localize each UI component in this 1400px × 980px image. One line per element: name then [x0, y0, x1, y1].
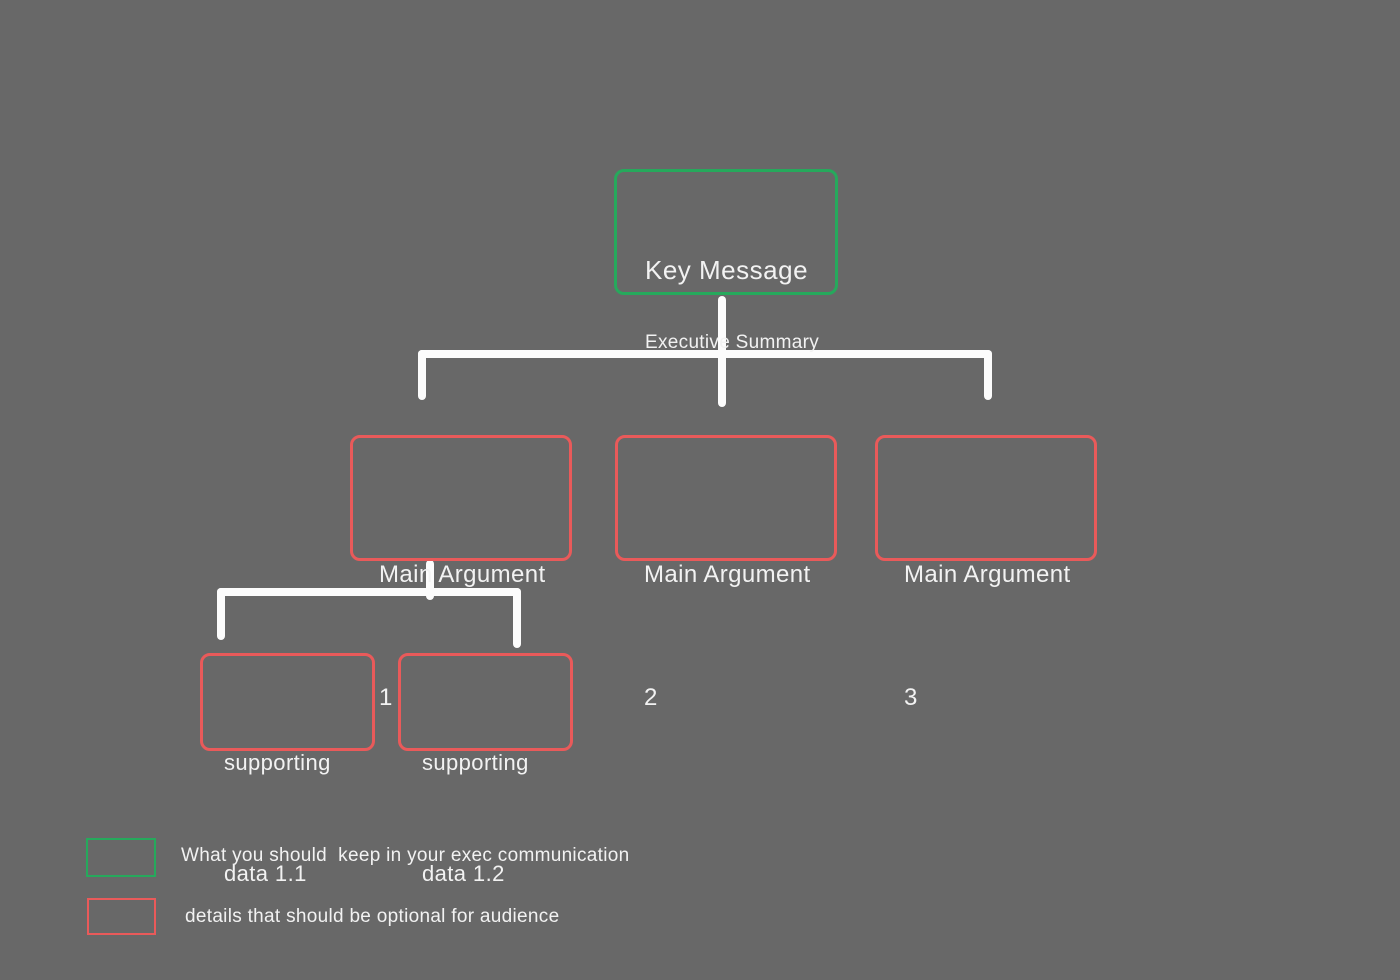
key-message-title: Key Message — [645, 255, 809, 285]
main-argument-3-node: Main Argument 3 — [875, 435, 1097, 711]
supporting-data-1-1-line2: data 1.1 — [224, 861, 307, 886]
supporting-data-1-2-node: supporting data 1.2 — [398, 653, 573, 886]
main-argument-1-number: 1 — [379, 684, 393, 711]
key-message-subtitle: Executive Summary — [645, 332, 820, 353]
supporting-data-1-2-text: supporting data 1.2 — [422, 670, 529, 966]
supporting-data-1-1-text: supporting data 1.1 — [224, 670, 331, 966]
legend-optional-swatch — [87, 898, 156, 935]
supporting-data-1-2-line2: data 1.2 — [422, 861, 505, 886]
key-message-node: Key Message Executive Summary — [614, 169, 838, 353]
supporting-data-1-2-line1: supporting — [422, 750, 529, 775]
main-argument-1-node: Main Argument 1 — [350, 435, 572, 711]
main-argument-1-text: Main Argument 1 — [379, 472, 546, 800]
main-argument-3-text: Main Argument 3 — [904, 472, 1071, 800]
legend-keep-swatch — [86, 838, 156, 877]
main-argument-1-name: Main Argument — [379, 561, 546, 588]
main-argument-2-text: Main Argument 2 — [644, 472, 811, 800]
legend-optional-label: details that should be optional for audi… — [185, 906, 560, 927]
key-message-text: Key Message Executive Summary — [645, 216, 819, 398]
supporting-data-1-1-node: supporting data 1.1 — [200, 653, 375, 886]
supporting-data-1-1-line1: supporting — [224, 750, 331, 775]
main-argument-2-name: Main Argument — [644, 561, 811, 588]
legend-keep-label: What you should keep in your exec commun… — [181, 845, 630, 866]
main-argument-2-node: Main Argument 2 — [615, 435, 837, 711]
main-argument-3-name: Main Argument — [904, 561, 1071, 588]
main-argument-3-number: 3 — [904, 684, 918, 711]
main-argument-2-number: 2 — [644, 684, 658, 711]
